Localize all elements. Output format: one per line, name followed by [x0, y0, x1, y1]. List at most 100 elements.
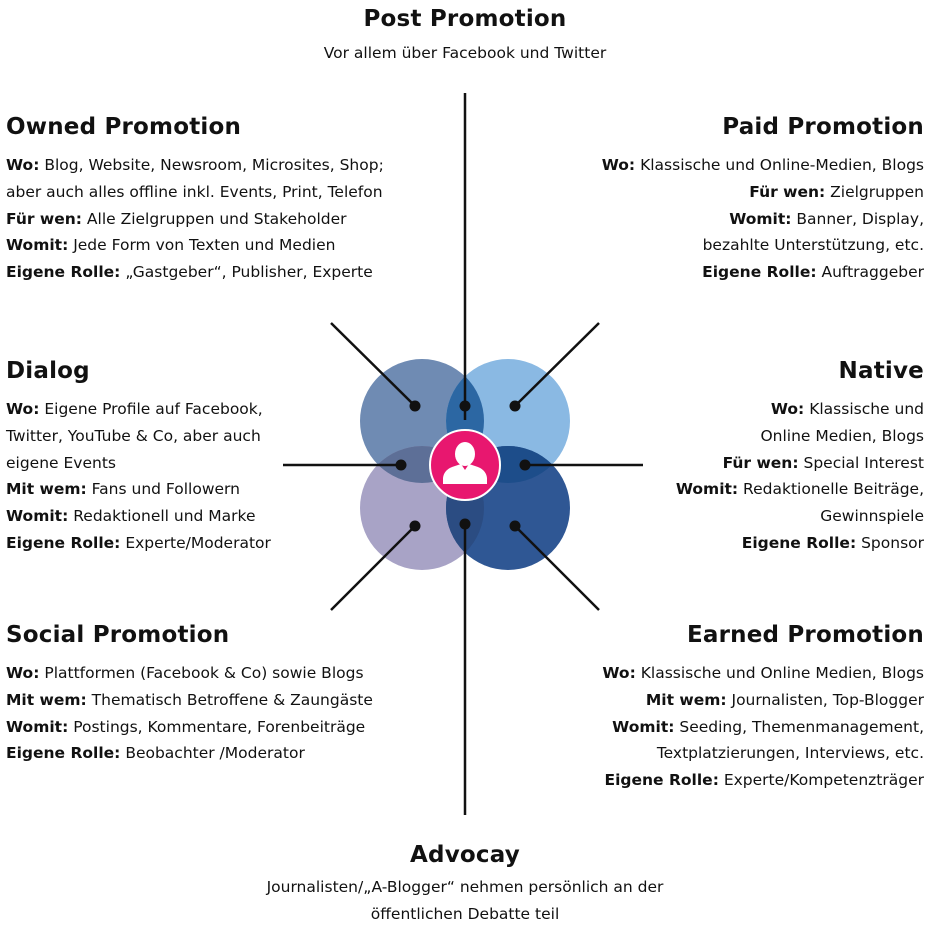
dialog-wo-line-2: Twitter, YouTube & Co, aber auch: [6, 426, 261, 445]
dialog-mit-line: Mit wem: Fans und Followern: [6, 476, 296, 503]
native-rolle: Sponsor: [861, 533, 924, 552]
native-block: Native Wo: Klassische und Online Medien,…: [634, 356, 924, 557]
paid-wo: Klassische und Online-Medien, Blogs: [640, 156, 924, 174]
dialog-rolle-line: Eigene Rolle: Experte/Moderator: [6, 530, 296, 557]
social-wo: Plattformen (Facebook & Co) sowie Blogs: [44, 664, 364, 682]
earned-promotion-title: Earned Promotion: [686, 622, 924, 648]
dot-paid-promotion: [509, 400, 521, 412]
owned-wo-line: Wo: Blog, Website, Newsroom, Microsites,…: [6, 152, 426, 179]
earned-wo-label: Wo:: [602, 664, 636, 682]
dialog-wo-line: Wo: Eigene Profile auf Facebook,: [6, 396, 296, 423]
paid-fuer-line: Für wen: Zielgruppen: [524, 179, 924, 206]
paid-rolle-line: Eigene Rolle: Auftraggeber: [524, 259, 924, 286]
dot-social-promotion: [409, 520, 421, 532]
post-promotion-subtitle: Vor allem über Facebook und Twitter: [323, 44, 607, 62]
dialog-mit: Fans und Followern: [91, 480, 240, 499]
paid-rolle-label: Eigene Rolle:: [702, 263, 817, 282]
social-rolle-line: Eigene Rolle: Beobachter /Moderator: [6, 740, 426, 767]
dot-post-promotion: [459, 400, 471, 412]
native-wo-1: Klassische und: [809, 400, 924, 418]
native-rolle-label: Eigene Rolle:: [741, 533, 857, 552]
owned-wo-label: Wo:: [6, 156, 40, 174]
owned-wo-1: Blog, Website, Newsroom, Microsites, Sho…: [44, 156, 384, 174]
native-wo-line-2: Online Medien, Blogs: [760, 426, 924, 445]
earned-womit-1: Seeding, Themenmanagement,: [679, 717, 924, 736]
dot-native: [519, 459, 531, 471]
native-fuer-label: Für wen:: [722, 453, 799, 472]
earned-mit: Journalisten, Top-Blogger: [731, 690, 925, 709]
owned-rolle: „Gastgeber“, Publisher, Experte: [125, 263, 373, 282]
native-womit-1: Redaktionelle Beiträge,: [743, 480, 924, 499]
social-mit-label: Mit wem:: [6, 690, 87, 709]
dialog-title: Dialog: [6, 358, 90, 384]
earned-mit-label: Mit wem:: [645, 690, 727, 709]
social-wo-label: Wo:: [6, 664, 40, 682]
owned-wo-line-2: aber auch alles offline inkl. Events, Pr…: [6, 182, 383, 201]
paid-wo-label: Wo:: [601, 156, 636, 174]
dot-owned-promotion: [409, 400, 421, 412]
earned-wo: Klassische und Online Medien, Blogs: [640, 664, 924, 682]
advocacy-subtitle-1: Journalisten/„A-Blogger“ nehmen persönli…: [266, 878, 664, 896]
earned-rolle-label: Eigene Rolle:: [604, 771, 719, 790]
owned-womit: Jede Form von Texten und Medien: [73, 236, 336, 255]
paid-promotion-title: Paid Promotion: [722, 114, 924, 140]
paid-fuer: Zielgruppen: [830, 182, 924, 201]
earned-wo-line: Wo: Klassische und Online Medien, Blogs: [504, 660, 924, 687]
dialog-rolle: Experte/Moderator: [125, 533, 271, 552]
native-rolle-line: Eigene Rolle: Sponsor: [634, 530, 924, 557]
owned-rolle-label: Eigene Rolle:: [6, 263, 121, 282]
dot-dialog: [395, 459, 407, 471]
earned-womit-label: Womit:: [612, 717, 675, 736]
owned-womit-line: Womit: Jede Form von Texten und Medien: [6, 232, 426, 259]
earned-rolle-line: Eigene Rolle: Experte/Kompetenzträger: [504, 767, 924, 794]
social-womit-line: Womit: Postings, Kommentare, Forenbeiträ…: [6, 714, 426, 741]
owned-fuer-label: Für wen:: [6, 209, 82, 228]
line-paid-promotion: [514, 322, 600, 407]
paid-rolle: Auftraggeber: [821, 263, 924, 282]
native-fuer: Special Interest: [803, 453, 924, 472]
advocacy-block: Advocay Journalisten/„A-Blogger“ nehmen …: [215, 840, 715, 927]
dialog-womit-line: Womit: Redaktionell und Marke: [6, 503, 296, 530]
dialog-wo-label: Wo:: [6, 400, 40, 418]
social-mit: Thematisch Betroffene & Zaungäste: [91, 690, 373, 709]
dialog-womit: Redaktionell und Marke: [73, 507, 256, 526]
social-womit-label: Womit:: [6, 717, 69, 736]
earned-womit-line-2: Textplatzierungen, Interviews, etc.: [656, 744, 924, 763]
native-title: Native: [838, 358, 924, 384]
dialog-wo-line-3: eigene Events: [6, 453, 116, 472]
owned-fuer-line: Für wen: Alle Zielgruppen und Stakeholde…: [6, 206, 426, 233]
advocacy-title: Advocay: [410, 842, 520, 868]
social-promotion-block: Social Promotion Wo: Plattformen (Facebo…: [6, 620, 426, 767]
person-icon: [443, 442, 487, 484]
native-womit-line: Womit: Redaktionelle Beiträge,: [634, 476, 924, 503]
paid-womit-label: Womit:: [729, 209, 792, 228]
social-rolle-label: Eigene Rolle:: [6, 744, 121, 763]
owned-promotion-block: Owned Promotion Wo: Blog, Website, Newsr…: [6, 112, 426, 286]
native-wo-line: Wo: Klassische und: [634, 396, 924, 423]
earned-womit-line: Womit: Seeding, Themenmanagement,: [504, 714, 924, 741]
owned-promotion-title: Owned Promotion: [6, 114, 242, 140]
paid-fuer-label: Für wen:: [749, 182, 826, 201]
post-promotion-block: Post Promotion Vor allem über Facebook u…: [265, 4, 665, 67]
native-womit-label: Womit:: [675, 480, 739, 499]
paid-womit-1: Banner, Display,: [796, 209, 924, 228]
dialog-wo-1: Eigene Profile auf Facebook,: [44, 400, 263, 418]
earned-promotion-block: Earned Promotion Wo: Klassische und Onli…: [504, 620, 924, 794]
social-mit-line: Mit wem: Thematisch Betroffene & Zaungäs…: [6, 687, 426, 714]
owned-rolle-line: Eigene Rolle: „Gastgeber“, Publisher, Ex…: [6, 259, 426, 286]
earned-mit-line: Mit wem: Journalisten, Top-Blogger: [504, 687, 924, 714]
owned-womit-label: Womit:: [6, 236, 69, 255]
advocacy-subtitle-2: öffentlichen Debatte teil: [370, 904, 560, 923]
dialog-mit-label: Mit wem:: [6, 480, 87, 499]
paid-promotion-block: Paid Promotion Wo: Klassische und Online…: [524, 112, 924, 286]
paid-womit-line: Womit: Banner, Display,: [524, 206, 924, 233]
earned-rolle: Experte/Kompetenzträger: [723, 771, 924, 790]
line-earned-promotion: [514, 525, 600, 611]
social-promotion-title: Social Promotion: [6, 622, 230, 648]
social-womit: Postings, Kommentare, Forenbeiträge: [73, 717, 366, 736]
post-promotion-title: Post Promotion: [363, 6, 567, 32]
social-wo-line: Wo: Plattformen (Facebook & Co) sowie Bl…: [6, 660, 426, 687]
native-womit-line-2: Gewinnspiele: [820, 507, 924, 526]
dialog-womit-label: Womit:: [6, 507, 69, 526]
